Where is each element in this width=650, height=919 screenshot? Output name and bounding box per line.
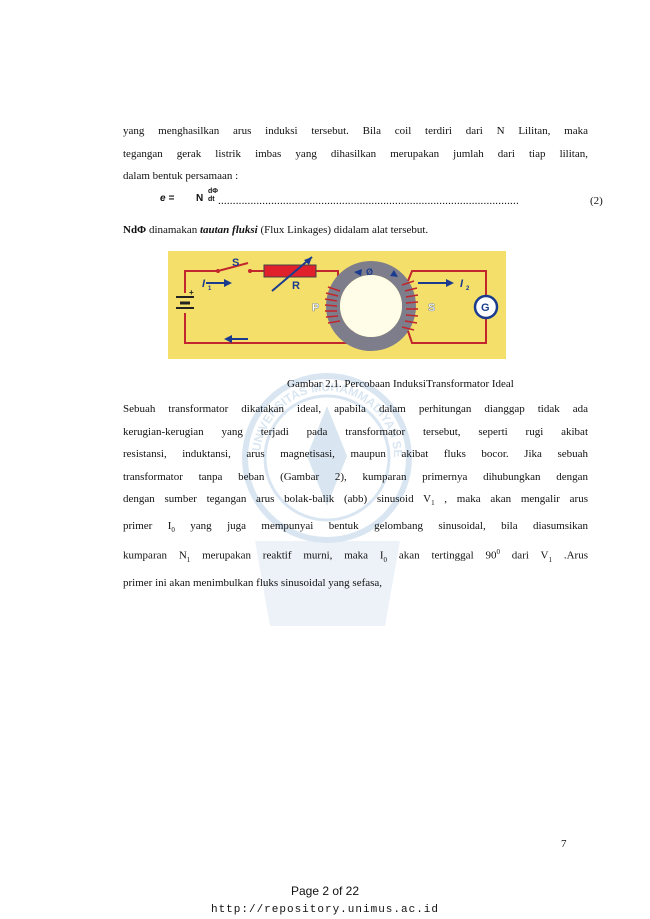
text-line: dengan sumber tegangan arus bolak-balik … xyxy=(123,488,588,515)
text-segment: yang juga mempunyai bentuk gelombang sin… xyxy=(174,519,589,532)
secondary-circuit-wires xyxy=(407,270,487,344)
text-line: dalam bentuk persamaan : xyxy=(123,170,239,182)
secondary-coil xyxy=(401,280,419,331)
transformer-diagram: S R I 1 I 2 Ø P S G + xyxy=(168,251,506,359)
equation-denominator: dt xyxy=(208,196,215,203)
figure-caption: Gambar 2.1. Percobaan InduksiTransformat… xyxy=(287,378,514,390)
flux-linkage-text: NdΦ dinamakan tautan fluksi (Flux Linkag… xyxy=(123,219,588,242)
text-segment: merupakan reaktif murni, maka I xyxy=(190,550,384,563)
text-line: yang menghasilkan arus induksi tersebut.… xyxy=(123,125,588,137)
text-line: primer ini akan menimbulkan fluks sinuso… xyxy=(123,576,383,589)
primary-coil xyxy=(324,286,341,324)
label-primary: P xyxy=(312,302,319,314)
label-i2: I xyxy=(460,278,464,290)
subscript: 0 xyxy=(383,556,388,565)
switch-s xyxy=(216,262,252,273)
flux-linkage-line: NdΦ dinamakan tautan fluksi (Flux Linkag… xyxy=(123,219,588,242)
label-i1-sub: 1 xyxy=(208,286,212,292)
text-segment: dari V xyxy=(499,550,549,563)
text-line: kerugian-kerugian yang terjadi pada tran… xyxy=(123,425,588,438)
iron-core-center xyxy=(340,275,402,337)
equation-numerator: dΦ xyxy=(208,188,219,195)
variable-resistor-arrowhead xyxy=(304,257,312,265)
equation-lhs: e = xyxy=(160,193,175,204)
label-phi: Ø xyxy=(366,267,373,277)
page-indicator: Page 2 of 22 xyxy=(290,884,360,898)
text-segment: akan tertinggal 90 xyxy=(387,550,497,563)
subscript: 1 xyxy=(431,499,435,508)
tautan-fluksi-term: tautan fluksi xyxy=(199,224,258,236)
paragraph-intro: yang menghasilkan arus induksi tersebut.… xyxy=(123,120,588,188)
text-segment: , maka akan mengalir arus xyxy=(434,493,588,505)
text-line: Sebuah transformator dikatakan ideal, ap… xyxy=(123,403,588,415)
equation-n: N xyxy=(196,193,204,204)
page-number: 7 xyxy=(561,838,567,850)
superscript: 0 xyxy=(496,548,500,557)
ndphi-suffix: (Flux Linkages) didalam alat tersebut. xyxy=(257,224,429,236)
text-line: kumparan N1 merupakan reaktif murni, mak… xyxy=(123,541,588,571)
label-i1: I xyxy=(202,278,206,290)
equation-leader-dots: ........................................… xyxy=(218,195,519,207)
label-switch: S xyxy=(232,257,239,269)
ndphi-middle: dinamakan xyxy=(146,224,200,236)
equation-number: (2) xyxy=(590,195,603,207)
text-segment: primer I xyxy=(123,519,172,532)
label-secondary: S xyxy=(428,302,435,314)
current-arrows xyxy=(206,279,454,343)
label-galvanometer: G xyxy=(481,302,490,314)
text-line: resistansi, induktansi, arus magnetisasi… xyxy=(123,448,588,460)
variable-resistor-arrow xyxy=(271,256,313,292)
ndphi-term: NdΦ xyxy=(123,224,147,236)
subscript: 1 xyxy=(548,556,553,565)
label-i2-sub: 2 xyxy=(466,286,470,292)
repository-url[interactable]: http://repository.unimus.ac.id xyxy=(210,904,440,916)
text-segment: dengan sumber tegangan arus bolak-balik … xyxy=(123,493,432,505)
label-battery-plus: + xyxy=(189,288,194,297)
text-segment: kumparan N xyxy=(123,550,187,563)
galvanometer-icon xyxy=(473,294,499,320)
subscript: 1 xyxy=(186,556,191,565)
battery-icon xyxy=(176,296,194,309)
text-line: tegangan gerak listrik imbas yang dihasi… xyxy=(123,147,588,160)
subscript: 0 xyxy=(171,525,175,534)
equation-fraction: dΦ dt xyxy=(208,188,218,204)
paragraph-ideal-transformer: Sebuah transformator dikatakan ideal, ap… xyxy=(123,398,588,594)
text-segment: .Arus xyxy=(552,550,588,563)
label-resistor: R xyxy=(292,280,300,292)
flux-arrows xyxy=(354,269,398,277)
text-line: transformator tanpa beban (Gambar 2), ku… xyxy=(123,470,588,483)
equation-row: e = N dΦ dt ............................… xyxy=(160,188,610,213)
text-line: primer I0 yang juga mempunyai bentuk gel… xyxy=(123,515,588,542)
